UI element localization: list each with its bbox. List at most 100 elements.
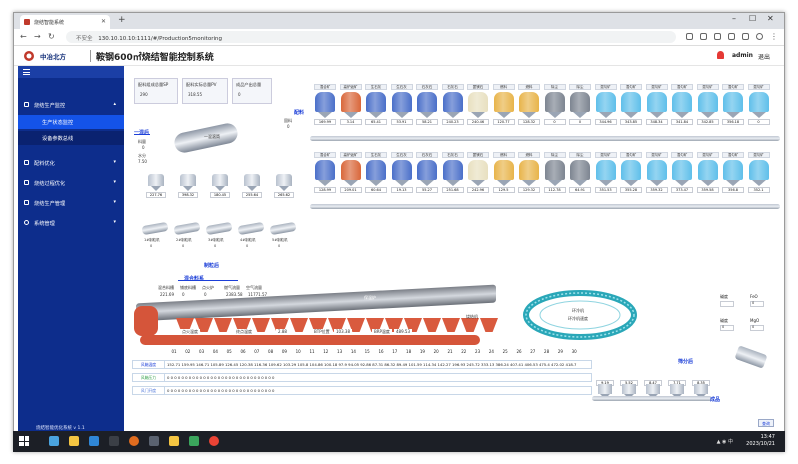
silo-value: 356.18	[722, 119, 744, 125]
windbox	[290, 318, 308, 332]
page-title: 鞍钢600㎡烧结智能控制系统	[96, 53, 214, 63]
hamburger-icon[interactable]	[23, 69, 30, 75]
star-icon[interactable]	[714, 33, 721, 40]
app-icon[interactable]	[109, 436, 119, 446]
share-icon[interactable]	[700, 33, 707, 40]
bell-icon[interactable]	[717, 51, 724, 59]
hunhe-label: 混合料系	[184, 276, 205, 282]
silo-value: 348.34	[645, 119, 668, 125]
favicon-icon	[24, 19, 30, 25]
machine-param-value: 0	[204, 292, 207, 297]
close-window-icon[interactable]: ✕	[767, 14, 774, 23]
silo-cone	[496, 112, 511, 118]
sidebar-item-batching[interactable]: 配料优化 ▾	[18, 156, 124, 170]
menu-dots-icon[interactable]: ⋮	[770, 32, 778, 41]
sidebar-item-process[interactable]: 烧结过程优化 ▾	[18, 176, 124, 190]
clock[interactable]: 13:47 2023/10/21	[746, 434, 775, 448]
windbox	[271, 318, 289, 332]
system-tray[interactable]: ▲ ◉ 中	[716, 439, 733, 445]
store-icon[interactable]	[89, 436, 99, 446]
windbox-number: 15	[364, 349, 370, 354]
summary-sp: 配料组成总量SP 290	[134, 78, 178, 104]
sidebar-item-monitoring[interactable]: 烧结生产监控 ▴	[18, 98, 124, 112]
silo-name: 石灰石	[416, 152, 438, 158]
sidebar-item-equipment-params[interactable]: 设备参数总线	[18, 131, 124, 145]
profile-icon[interactable]	[756, 33, 763, 40]
browser-tab[interactable]: 烧结智能系统 ✕	[20, 15, 110, 29]
machine-param-value: 11771.57	[248, 292, 268, 297]
silo-cone	[649, 180, 664, 186]
silo-body	[468, 160, 488, 180]
silo-value: 64.91	[569, 187, 591, 193]
query-button[interactable]: 查询	[758, 419, 774, 427]
peiliao-label: 配料	[294, 110, 305, 116]
windbox-number: 20	[433, 349, 439, 354]
summary-output: 成品产出总量 0	[232, 78, 272, 104]
firefox-icon[interactable]	[129, 436, 139, 446]
url-field[interactable]: 不安全 130.10.10.10:1111/#/Production5monit…	[66, 31, 676, 43]
t4-label: BRP温度	[372, 329, 392, 335]
granulator[interactable]	[237, 221, 265, 236]
granulator-label: 5#制粒机	[272, 238, 288, 242]
sidebar-item-system[interactable]: 系统管理 ▾	[18, 216, 124, 230]
chem-label: MgO	[750, 318, 760, 323]
windbox-number: 16	[378, 349, 384, 354]
address-bar-row: ← → ↻ 不安全 130.10.10.10:1111/#/Production…	[14, 29, 784, 46]
forward-icon[interactable]: →	[34, 32, 41, 41]
row-header: 风箱压力	[133, 374, 165, 381]
silo-body	[417, 92, 437, 112]
terminal-icon[interactable]	[149, 436, 159, 446]
shuifen-label: 水分	[138, 153, 146, 158]
logout-button[interactable]: 退出	[758, 54, 771, 61]
silo-cone	[624, 112, 638, 118]
maximize-icon[interactable]: ☐	[749, 14, 757, 23]
silo-cone	[675, 112, 689, 118]
sidebar-item-management[interactable]: 烧结生产管理 ▾	[18, 196, 124, 210]
silo-name: 混匀矿	[722, 152, 744, 158]
granulator[interactable]	[141, 221, 169, 236]
chevron-down-icon: ▾	[113, 159, 116, 165]
windbox-number: 29	[557, 349, 563, 354]
sidebar: 烧结生产监控 ▴ 生产状态监控 设备参数总线 配料优化 ▾ 烧结过程优化 ▾ 烧…	[18, 66, 124, 434]
folder-icon[interactable]	[169, 436, 179, 446]
silo-name: 混匀矿	[722, 84, 744, 90]
sidebar-toggle-icon[interactable]	[742, 33, 749, 40]
granulator[interactable]	[269, 221, 297, 236]
explorer-icon[interactable]	[69, 436, 79, 446]
close-tab-icon[interactable]: ✕	[100, 18, 106, 25]
chem-label: FeO	[750, 294, 758, 299]
minimize-icon[interactable]: –	[732, 14, 736, 23]
windbox	[328, 318, 346, 332]
app2-icon[interactable]	[189, 436, 199, 446]
chem-value-box	[750, 325, 764, 331]
windbox	[309, 318, 327, 332]
machine-param-label: 点火炉	[202, 285, 214, 290]
reload-icon[interactable]: ↻	[48, 32, 55, 41]
silo-name: 燃料	[492, 152, 515, 158]
t3-value: 103.38	[334, 329, 352, 334]
granulator-value: 0	[278, 244, 281, 248]
url-text: 130.10.10.10:1111/#/Production5monitorin…	[98, 36, 222, 42]
windows-start-icon[interactable]	[19, 436, 29, 446]
sidebar-item-production-status[interactable]: 生产状态监控	[18, 115, 124, 129]
summary-label: 配料实际总量PV	[186, 82, 217, 87]
silo-value: 343.85	[620, 119, 642, 125]
chrome-icon[interactable]	[209, 436, 219, 446]
tab-bar: 烧结智能系统 ✕ + – ☐ ✕	[14, 13, 784, 29]
granulator-label: 4#制粒机	[240, 238, 256, 242]
chevron-down-icon: ▾	[113, 219, 116, 225]
cooler-label: 环冷机	[572, 308, 584, 313]
granulator[interactable]	[205, 221, 233, 236]
user-name[interactable]: admin	[732, 52, 753, 59]
machine-param-value: 2383.58	[226, 292, 243, 297]
back-icon[interactable]: ←	[20, 32, 27, 41]
chem-label: 碱度	[720, 318, 728, 323]
sidebar-toggle[interactable]	[18, 66, 124, 78]
granulator[interactable]	[173, 221, 201, 236]
granulator-value: 0	[246, 244, 249, 248]
extensions-icon[interactable]	[728, 33, 735, 40]
silo-value: 351.53	[594, 187, 617, 193]
new-tab-icon[interactable]: +	[118, 15, 126, 25]
zoom-icon[interactable]	[686, 33, 693, 40]
edge-icon[interactable]	[49, 436, 59, 446]
